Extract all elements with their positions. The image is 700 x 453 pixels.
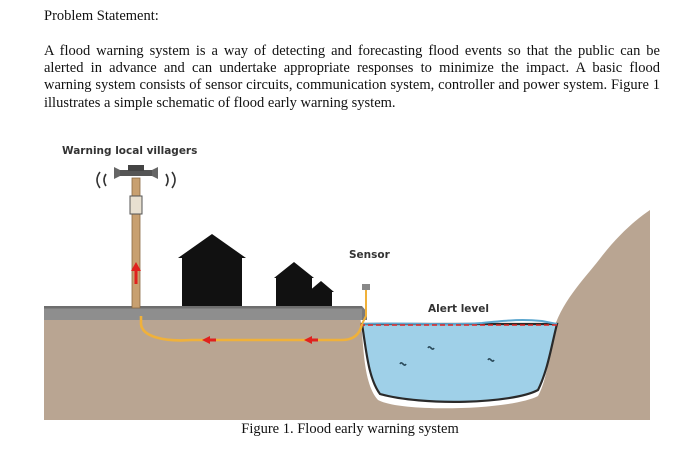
flood-warning-figure: Warning local villagers Sensor Alert lev… [42,138,652,420]
wire-arrow-1 [202,336,210,344]
document-paragraph: A flood warning system is a way of detec… [44,43,660,111]
sound-wave-right-2 [171,171,176,189]
sound-wave-left-1 [103,173,107,187]
sensor-wire [361,288,367,325]
house-large [178,234,246,306]
road-edge [44,306,362,309]
siren-bar [120,170,152,176]
flood-warning-diagram: Warning local villagers Sensor Alert lev… [44,145,650,420]
sensor-device [362,284,370,290]
house-medium [274,262,314,306]
pole-controller-box [129,195,143,215]
pole-arrow-shaft [134,270,138,284]
wire-arrow-2 [304,336,312,344]
signal-wire [139,316,364,342]
sound-wave-left-2 [96,171,101,189]
label-alert-level: Alert level [428,303,489,315]
water-ripple-2 [399,362,407,366]
siren-left-horn [114,167,120,179]
road [44,306,362,320]
label-warning-villagers: Warning local villagers [62,145,197,157]
water-ripple-3 [487,358,495,362]
document-heading: Problem Statement: [44,8,159,24]
figure-caption: Figure 1. Flood early warning system [241,421,459,437]
sound-wave-right-1 [165,173,169,187]
wire-arrow-2-tail [310,338,318,342]
water-surface [361,318,558,326]
house-small [308,281,334,306]
pole-arrow-head [131,262,141,271]
flood-water [360,322,559,403]
siren-right-horn [152,167,158,179]
wire-arrow-1-tail [208,338,216,342]
warning-pole [131,177,141,309]
label-sensor: Sensor [349,249,391,261]
siren-cap [128,165,144,171]
water-ripple-1 [427,346,435,350]
